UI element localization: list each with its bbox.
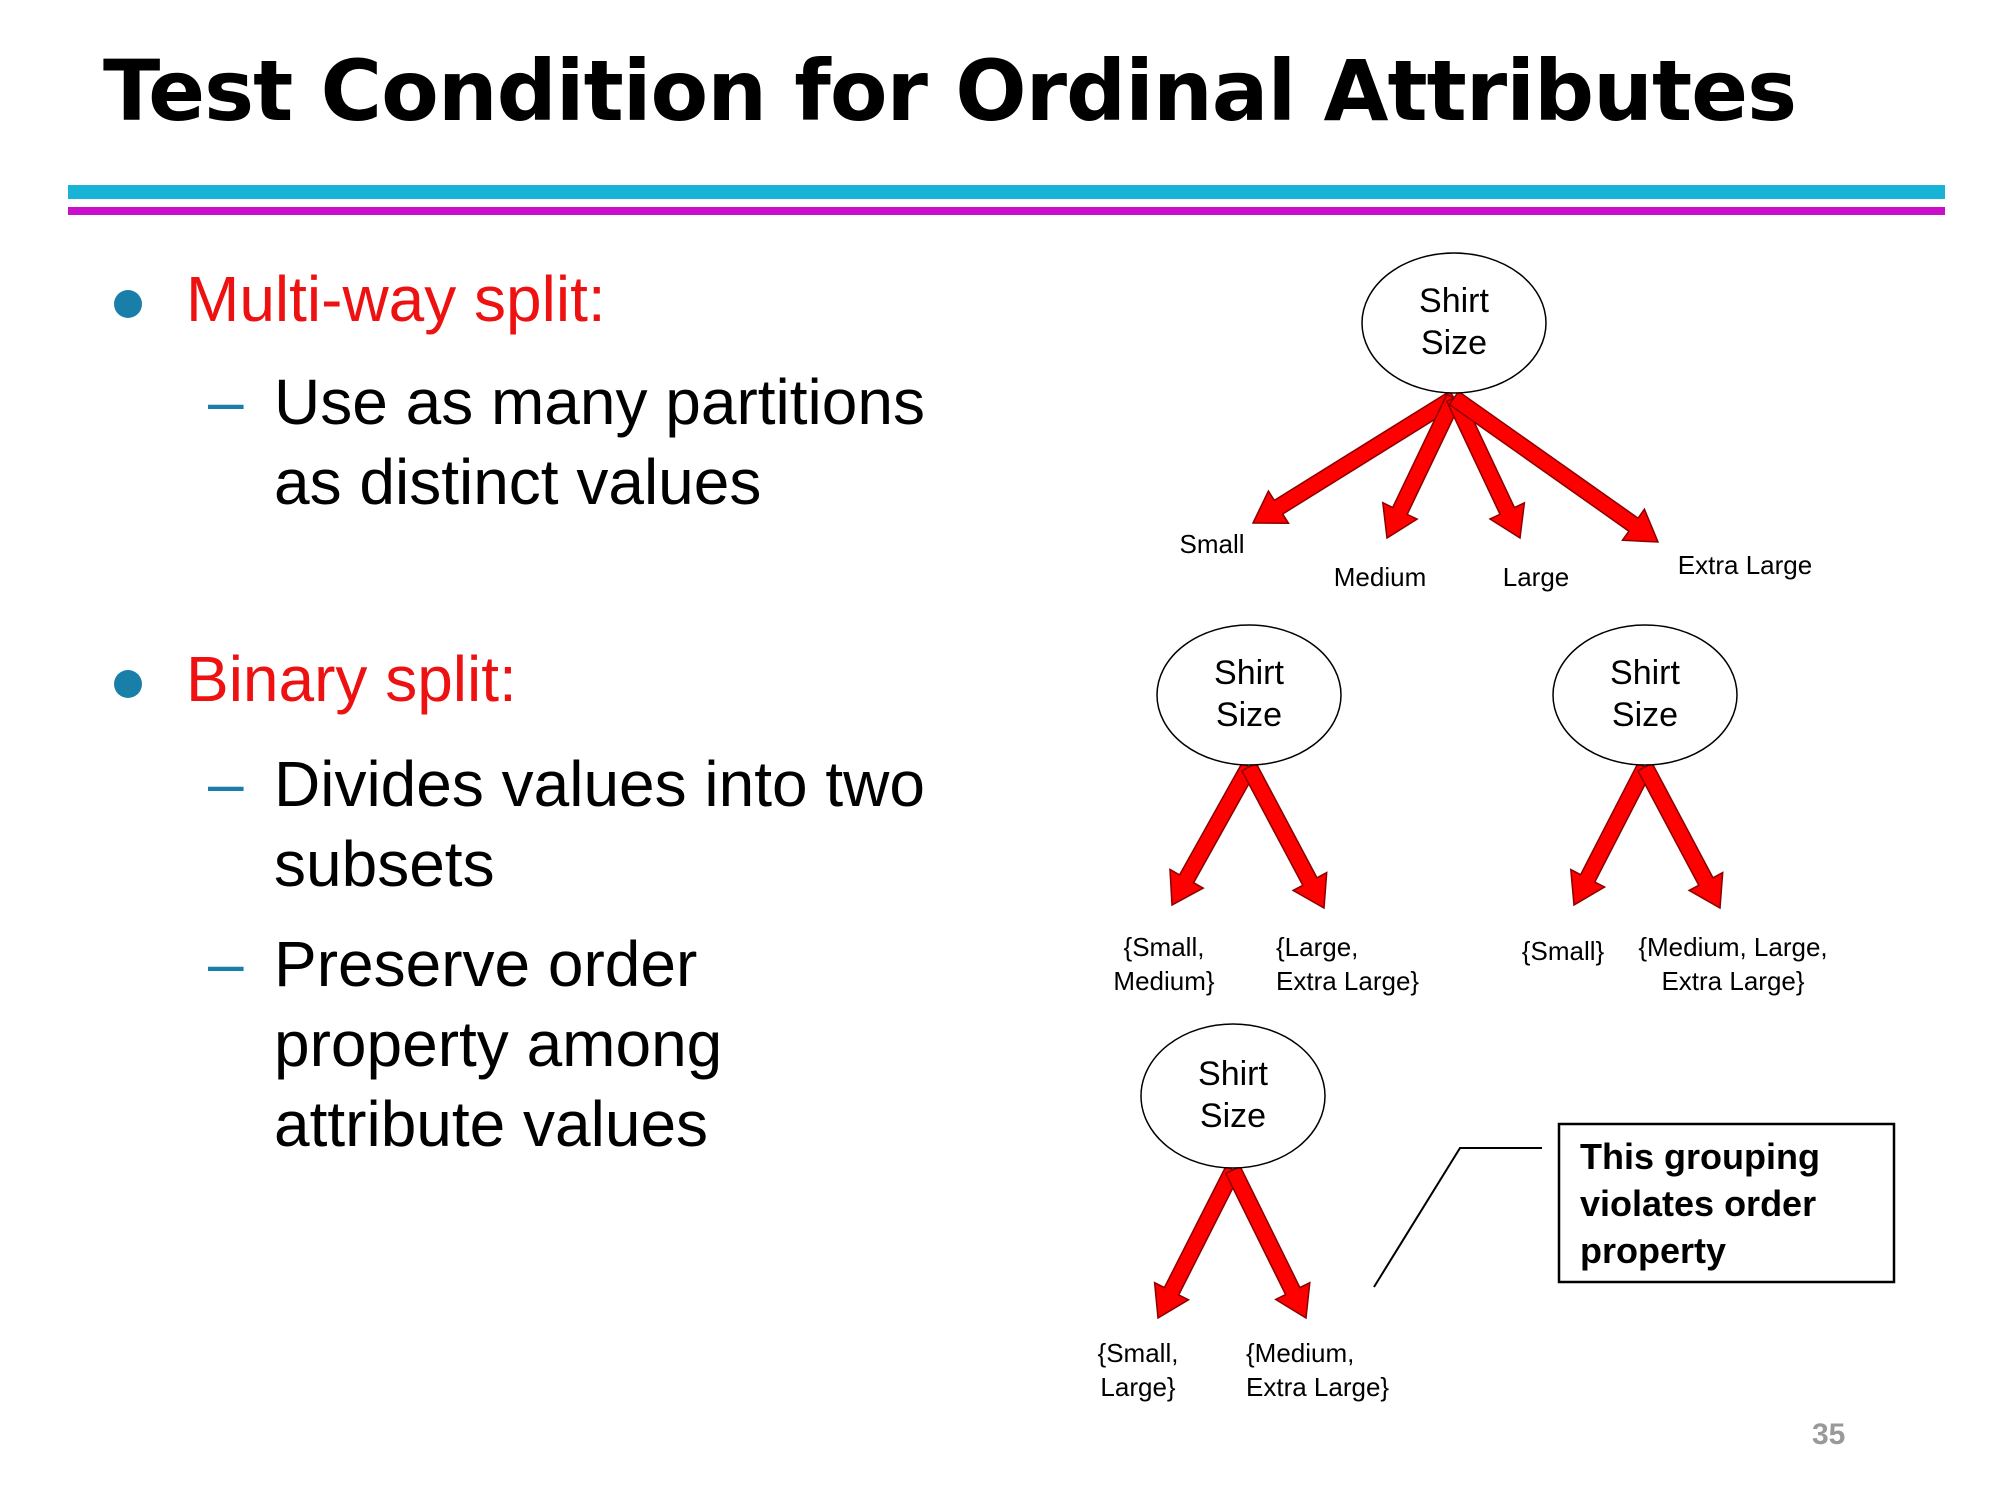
- label-large: Large: [1503, 562, 1570, 592]
- title-rule-magenta: [68, 207, 1945, 215]
- label-small-only: {Small}: [1522, 936, 1605, 966]
- slide-title: Test Condition for Ordinal Attributes: [103, 42, 1797, 140]
- branch-arrow-0: [1251, 390, 1460, 525]
- bullet-heading-multiway: Multi-way split:: [186, 263, 606, 335]
- branch-arrow-8: [1153, 1165, 1242, 1320]
- bullet-dot-binary: [114, 670, 142, 698]
- bullet-sub-binary-1: Divides values into two subsets: [274, 748, 925, 900]
- label-medium-large-extra-large: {Medium, Large,Extra Large}: [1638, 932, 1827, 996]
- label-small-medium: {Small,Medium}: [1113, 932, 1214, 996]
- branch-arrow-1: [1381, 393, 1463, 540]
- dash-marker: –: [208, 747, 244, 819]
- label-small-large: {Small,Large}: [1098, 1338, 1179, 1402]
- dash-marker: –: [208, 927, 244, 999]
- label-large-extra-large: {Large,Extra Large}: [1276, 932, 1419, 996]
- callout-box: [1557, 1122, 1896, 1284]
- bullet-sub-binary-2: Preserve order property among attribute …: [274, 928, 723, 1160]
- label-medium-extra-large: {Medium,Extra Large}: [1246, 1338, 1389, 1402]
- dash-marker: –: [208, 365, 244, 437]
- label-small: Small: [1179, 529, 1244, 559]
- callout-pointer: [1373, 1147, 1542, 1288]
- bullet-dot-multiway: [114, 290, 142, 318]
- branch-arrow-7: [1636, 762, 1724, 910]
- title-rule-cyan: [68, 185, 1945, 199]
- branch-arrow-9: [1224, 1165, 1311, 1320]
- branch-arrow-5: [1240, 762, 1328, 910]
- arrow-layer: [1153, 390, 1724, 1320]
- page-number: 35: [1812, 1418, 1846, 1451]
- label-extra-large: Extra Large: [1678, 550, 1812, 580]
- branch-arrow-3: [1448, 390, 1660, 543]
- branch-arrow-6: [1569, 762, 1654, 907]
- label-medium: Medium: [1334, 562, 1426, 592]
- bullet-heading-binary: Binary split:: [186, 643, 517, 715]
- branch-arrow-4: [1169, 762, 1258, 907]
- bullet-sub-multiway-1: Use as many partitions as distinct value…: [274, 366, 925, 518]
